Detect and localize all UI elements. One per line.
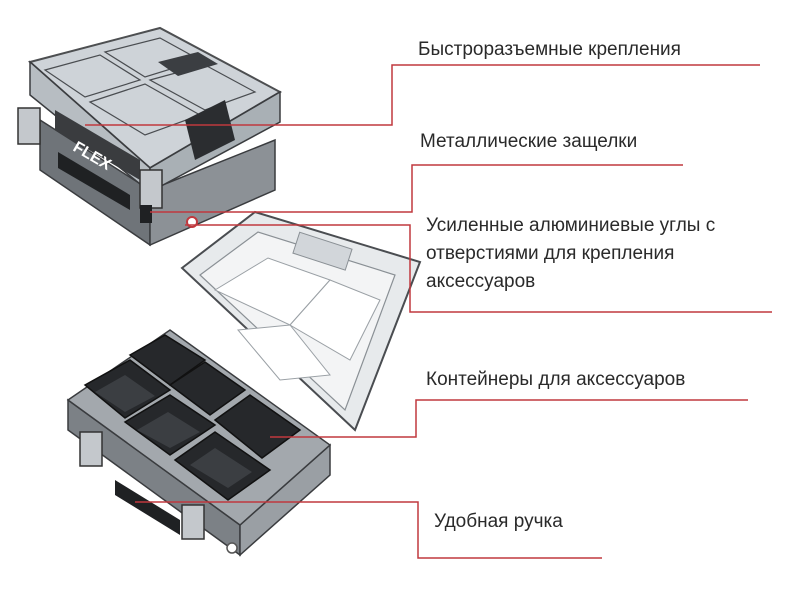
leader-lines [85,64,772,559]
leader-line-latches [150,164,683,213]
leader-line-quick-connect [85,64,760,126]
open-case [66,210,422,557]
callout-accessory-bins: Контейнеры для аксессуаров [426,366,685,394]
leader-line-bins [270,399,748,438]
callout-text-line: Усиленные алюминиевые углы с [426,215,716,236]
leader-line-corners [185,224,772,313]
callout-text: Быстроразъемные крепления [418,39,681,60]
callout-text-line: аксессуаров [426,271,536,292]
callout-handle: Удобная ручка [434,508,563,536]
callout-text: Металлические защелки [420,131,638,152]
callout-quick-connect: Быстроразъемные крепления [418,36,681,64]
closed-case: FLEX [17,26,283,247]
callout-metal-latches: Металлические защелки [420,128,637,156]
callout-text: Удобная ручка [434,511,563,532]
callout-text-line: отверстиями для крепления [426,243,675,264]
leader-line-handle [135,501,602,559]
callout-aluminum-corners: Усиленные алюминиевые углы с отверстиями… [426,212,715,296]
callout-text: Контейнеры для аксессуаров [426,369,686,390]
